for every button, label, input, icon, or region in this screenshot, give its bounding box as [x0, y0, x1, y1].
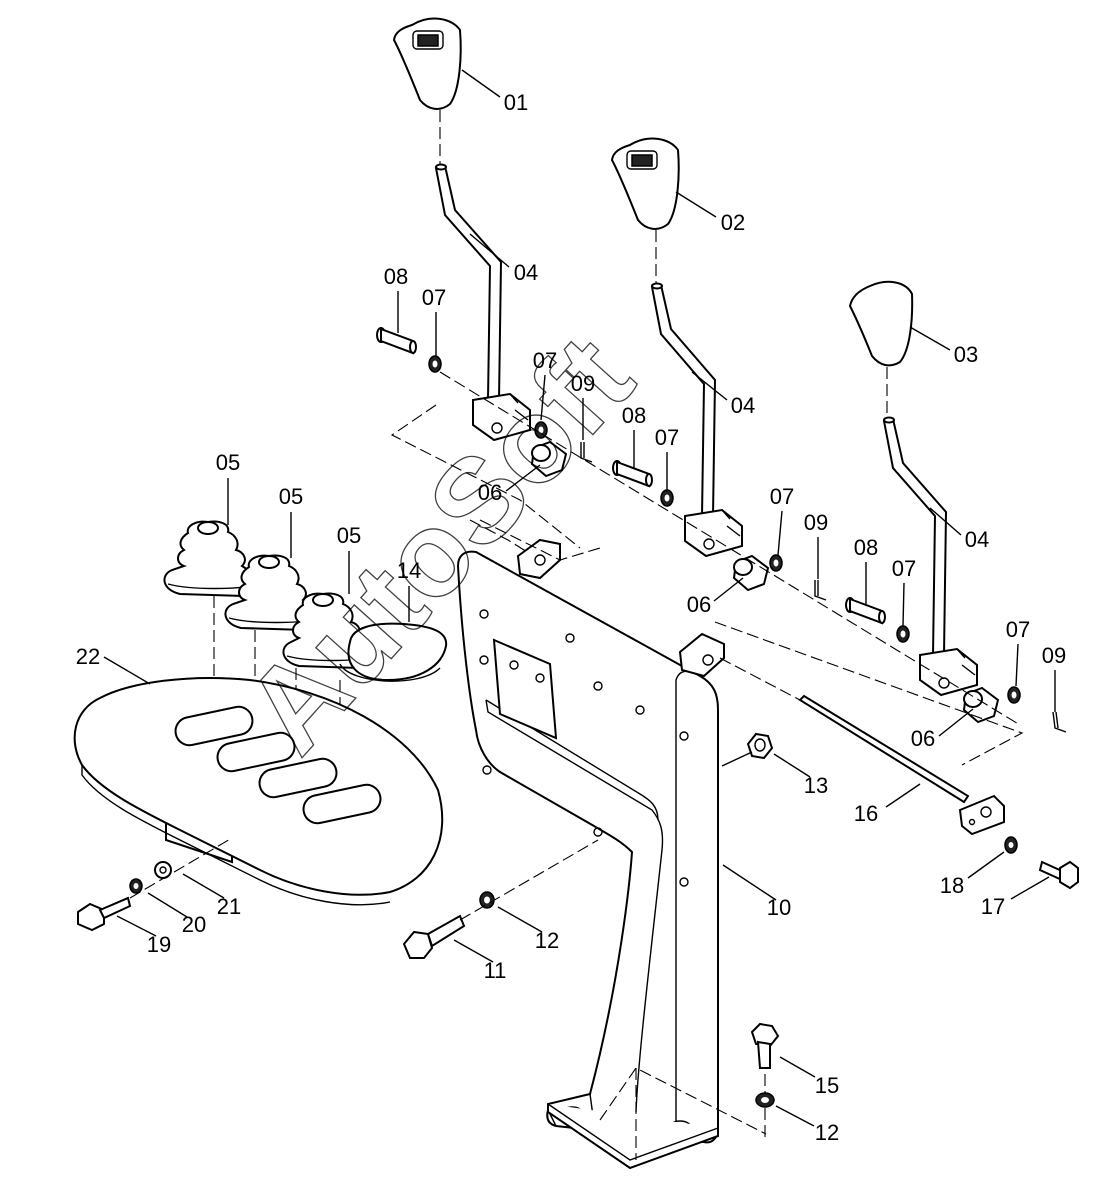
callout-leader-11 [453, 939, 494, 963]
washer-12a [479, 891, 495, 909]
callout-label-05: 05 [216, 450, 240, 475]
callout-label-17: 17 [981, 894, 1005, 919]
plate-22 [73, 677, 444, 906]
callout-leader-06 [713, 577, 744, 602]
callout-label-01: 01 [504, 90, 528, 115]
lever-04a [434, 163, 531, 442]
callout-leader-06 [505, 464, 541, 492]
callout-leader-17 [1010, 876, 1050, 900]
callout-leader-12 [497, 906, 543, 933]
bracket-10 [456, 538, 725, 1170]
callout-label-20: 20 [182, 912, 206, 937]
rod-16 [798, 694, 1005, 836]
cotter-pins-09 [580, 442, 1067, 733]
callout-leader-15 [779, 1056, 816, 1078]
pin-08a [376, 327, 417, 355]
callout-leader-01 [461, 69, 501, 98]
callout-label-21: 21 [217, 894, 241, 919]
callout-label-22: 22 [76, 644, 100, 669]
callout-leader-04 [691, 371, 728, 401]
callout-label-06: 06 [911, 726, 935, 751]
callout-leader-18 [967, 851, 1005, 879]
knob-02 [610, 137, 680, 230]
callout-label-09: 09 [804, 510, 828, 535]
callout-label-09: 09 [571, 371, 595, 396]
nut-13 [746, 732, 774, 760]
washers-07 [428, 355, 1021, 704]
washer-20 [129, 878, 143, 894]
callout-label-09: 09 [1042, 643, 1066, 668]
callout-label-07: 07 [422, 285, 446, 310]
callout-label-04: 04 [514, 260, 538, 285]
callout-label-08: 08 [384, 264, 408, 289]
callout-label-15: 15 [815, 1073, 839, 1098]
callout-label-18: 18 [940, 873, 964, 898]
lever-04b [650, 282, 743, 558]
callout-label-04: 04 [965, 527, 989, 552]
bolt-15 [750, 1022, 780, 1069]
callout-label-12: 12 [815, 1120, 839, 1145]
callout-leader-07 [1015, 643, 1019, 687]
washer-12b [755, 1092, 775, 1108]
callout-label-14: 14 [397, 558, 421, 583]
callout-label-05: 05 [337, 523, 361, 548]
callout-label-19: 19 [147, 932, 171, 957]
callout-leader-02 [675, 191, 717, 218]
lever-04c [882, 416, 978, 697]
callout-label-10: 10 [767, 895, 791, 920]
callout-label-08: 08 [622, 403, 646, 428]
washer-21 [154, 861, 172, 879]
callout-leader-07 [777, 510, 783, 556]
callout-leader-03 [909, 326, 951, 351]
callout-label-11: 11 [484, 958, 507, 983]
callout-label-12: 12 [535, 928, 559, 953]
bolt-11 [402, 914, 466, 959]
callout-leader-04 [469, 233, 510, 268]
pin-08c [845, 597, 886, 625]
callout-leader-21 [182, 873, 225, 899]
callout-leader-19 [116, 915, 157, 937]
callout-leader-12 [775, 1105, 815, 1127]
callout-label-16: 16 [854, 801, 878, 826]
callout-leader-07 [540, 374, 546, 421]
callout-label-07: 07 [892, 556, 916, 581]
cover-14 [339, 622, 448, 682]
callout-label-08: 08 [854, 535, 878, 560]
bolt-17 [1038, 860, 1079, 890]
callout-label-05: 05 [279, 484, 303, 509]
knob-03 [848, 280, 914, 367]
callout-leader-20 [147, 892, 188, 918]
callout-label-06: 06 [687, 592, 711, 617]
callout-leader-10 [722, 864, 777, 901]
callout-leader-13 [773, 753, 811, 778]
callout-label-06: 06 [478, 480, 502, 505]
callout-leader-04 [929, 507, 962, 536]
callout-label-04: 04 [731, 393, 755, 418]
pin-08b [612, 460, 653, 488]
callout-leader-06 [938, 708, 974, 737]
callout-labels: 01 02 03 04 04 04 05 05 05 14 22 06 06 06 07 07 07 07 07 07… [76, 69, 1066, 1145]
callout-label-02: 02 [721, 210, 745, 235]
callout-label-07: 07 [770, 484, 794, 509]
callout-label-03: 03 [954, 342, 978, 367]
callout-leader-16 [885, 783, 921, 808]
callout-label-13: 13 [804, 773, 828, 798]
knob-01 [392, 17, 462, 110]
bolt-19 [77, 896, 132, 932]
callout-leader-22 [103, 656, 151, 685]
callout-label-07: 07 [1006, 617, 1030, 642]
washer-18 [1004, 836, 1018, 854]
callout-label-07: 07 [533, 348, 557, 373]
callout-label-07: 07 [655, 425, 679, 450]
callout-leader-07 [902, 582, 905, 627]
